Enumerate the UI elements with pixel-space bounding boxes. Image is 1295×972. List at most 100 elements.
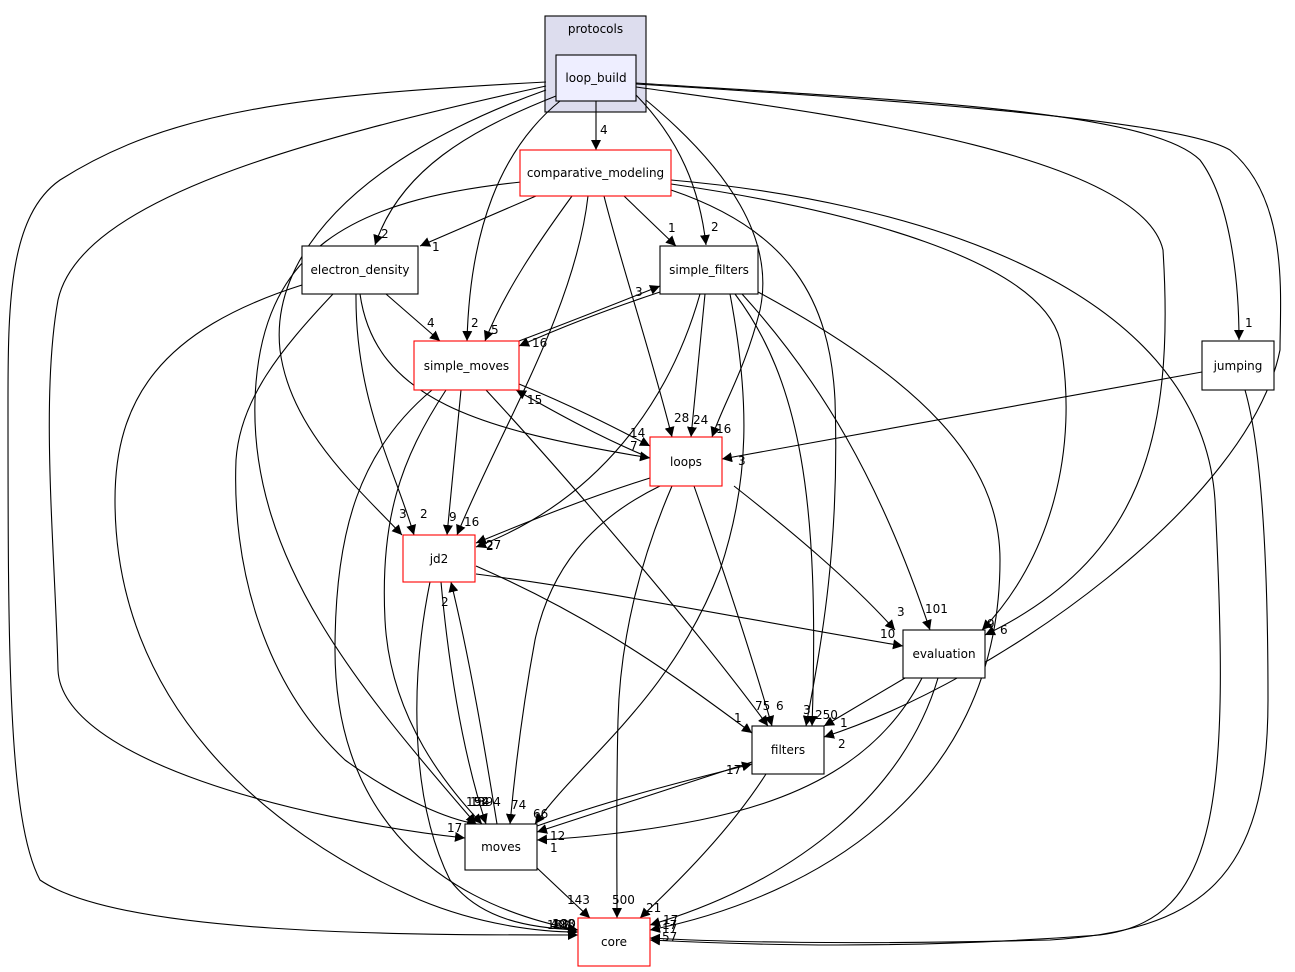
- edge-label: 2: [381, 227, 389, 241]
- edge-label: 143: [567, 893, 590, 907]
- edge-label: 57: [662, 930, 677, 944]
- edge-label: 3: [897, 605, 905, 619]
- edge-simple_moves-simple_filters: 3: [518, 285, 661, 342]
- edge-jd2-evaluation: 10: [475, 573, 904, 650]
- edge-label: 2: [420, 507, 428, 521]
- edge-loop_build-electron_density: 2: [373, 95, 557, 246]
- edge-label: 101: [925, 602, 948, 616]
- edge-label: 10: [880, 627, 895, 641]
- edge-label: 17: [726, 763, 741, 777]
- node-label: evaluation: [912, 647, 975, 661]
- edge-loop_build-jd2: 3: [278, 89, 547, 536]
- edge-jd2-core: 130: [416, 581, 579, 935]
- node-core[interactable]: core: [577, 917, 651, 967]
- edge-label: 1: [1245, 316, 1253, 330]
- node-label: loops: [670, 455, 702, 469]
- node-electron_density[interactable]: electron_density: [301, 245, 419, 295]
- edge-label: 15: [527, 393, 542, 407]
- node-moves[interactable]: moves: [464, 823, 538, 871]
- node-filters[interactable]: filters: [751, 725, 825, 775]
- edge-label: 4: [427, 316, 435, 330]
- edge-simple_filters-loops: 24: [686, 293, 708, 438]
- edge-label: 2: [711, 220, 719, 234]
- node-label: filters: [771, 743, 805, 757]
- node-evaluation[interactable]: evaluation: [902, 629, 986, 679]
- edge-loop_build-loops: 16: [645, 99, 764, 438]
- edge-label: 130: [553, 917, 576, 931]
- edge-simple_filters-filters: 3: [734, 293, 818, 727]
- edge-simple_moves-jd2: 9: [442, 389, 462, 536]
- edge-loop_build-evaluation: 6: [635, 86, 1166, 637]
- edge-label: 74: [511, 798, 526, 812]
- edge-moves-core: 143: [536, 867, 591, 919]
- edge-loops-core: 500: [611, 485, 673, 919]
- node-loop_build[interactable]: loop_build: [555, 54, 637, 102]
- edge-label: 16: [716, 422, 731, 436]
- edge-comparative_modeling-moves: 152: [254, 181, 522, 825]
- edge-label: 17: [663, 913, 678, 927]
- node-label: simple_moves: [424, 359, 509, 373]
- edge-loop_build-jumping: 1: [635, 82, 1253, 341]
- edge-label: 4: [600, 123, 608, 137]
- edge-label: 5: [491, 323, 499, 337]
- node-label: core: [601, 935, 627, 949]
- edge-simple_filters-simple_moves: 16: [518, 291, 661, 350]
- edge-label: 1: [550, 841, 558, 855]
- edge-label: 1: [668, 221, 676, 235]
- edge-simple_moves-moves: 394: [383, 389, 501, 825]
- edge-label: 14: [630, 426, 645, 440]
- edge-comparative_modeling-jd2: 16: [456, 195, 589, 536]
- edge-label: 16: [464, 515, 479, 529]
- node-label: loop_build: [565, 71, 626, 85]
- edge-label: 66: [533, 807, 548, 821]
- node-label: moves: [481, 840, 521, 854]
- node-loops[interactable]: loops: [649, 436, 723, 487]
- edge-label: 27: [486, 538, 501, 552]
- edge-loop_build-simple_filters: 2: [635, 94, 719, 246]
- edge-label: 7: [630, 439, 638, 453]
- edge-loops-filters: 6: [693, 485, 784, 727]
- edge-jd2-moves: 13: [440, 581, 488, 825]
- edge-comparative_modeling-electron_density: 1: [419, 195, 537, 254]
- edge-evaluation-core: 21: [646, 677, 939, 927]
- edge-label: 2: [441, 595, 449, 609]
- edge-label: 6: [1000, 623, 1008, 637]
- node-jumping[interactable]: jumping: [1201, 340, 1275, 391]
- edge-loop_build-moves: 17: [48, 85, 547, 842]
- edge-label: 9: [987, 617, 995, 631]
- edge-label: 3: [738, 454, 746, 468]
- edge-label: 152: [466, 795, 489, 809]
- edge-loop_build-comparative_modeling: 4: [591, 101, 608, 150]
- edge-label: 3: [803, 703, 811, 717]
- edge-comparative_modeling-simple_filters: 1: [623, 195, 677, 247]
- edge-loops-jd2: 2: [475, 477, 651, 553]
- edge-simple_filters-evaluation: 101: [741, 293, 948, 631]
- edge-label: 3: [635, 285, 643, 299]
- edge-label: 16: [532, 336, 547, 350]
- edge-loops-moves: 74: [505, 485, 661, 825]
- node-jd2[interactable]: jd2: [402, 534, 476, 583]
- node-label: comparative_modeling: [527, 166, 664, 180]
- cluster-protocols-label: protocols: [568, 22, 623, 36]
- edge-comparative_modeling-simple_moves: 5: [483, 195, 573, 342]
- edge-simple_moves-core: 198: [334, 389, 579, 934]
- node-comparative_modeling[interactable]: comparative_modeling: [519, 149, 672, 197]
- edge-evaluation-filters: 1: [823, 677, 906, 730]
- edge-filters-moves: 12: [536, 761, 753, 843]
- edge-loop_build-filters: 2: [635, 83, 1282, 751]
- edge-moves-jd2: 2: [441, 581, 498, 825]
- edge-evaluation-moves: 1: [536, 677, 923, 855]
- edge-loop_build-simple_moves: 2: [462, 100, 561, 342]
- edge-moves-filters: 17: [536, 761, 753, 827]
- edge-jumping-core: 17: [649, 389, 1269, 944]
- edge-label: 24: [693, 413, 708, 427]
- edge-label: 1: [734, 711, 742, 725]
- node-simple_moves[interactable]: simple_moves: [413, 340, 520, 391]
- edge-label: 6: [776, 699, 784, 713]
- edge-label: 394: [478, 795, 501, 809]
- edge-label: 3: [399, 507, 407, 521]
- edge-label: 17: [447, 821, 462, 835]
- edge-comparative_modeling-evaluation: 9: [670, 183, 1067, 631]
- node-simple_filters[interactable]: simple_filters: [659, 245, 759, 295]
